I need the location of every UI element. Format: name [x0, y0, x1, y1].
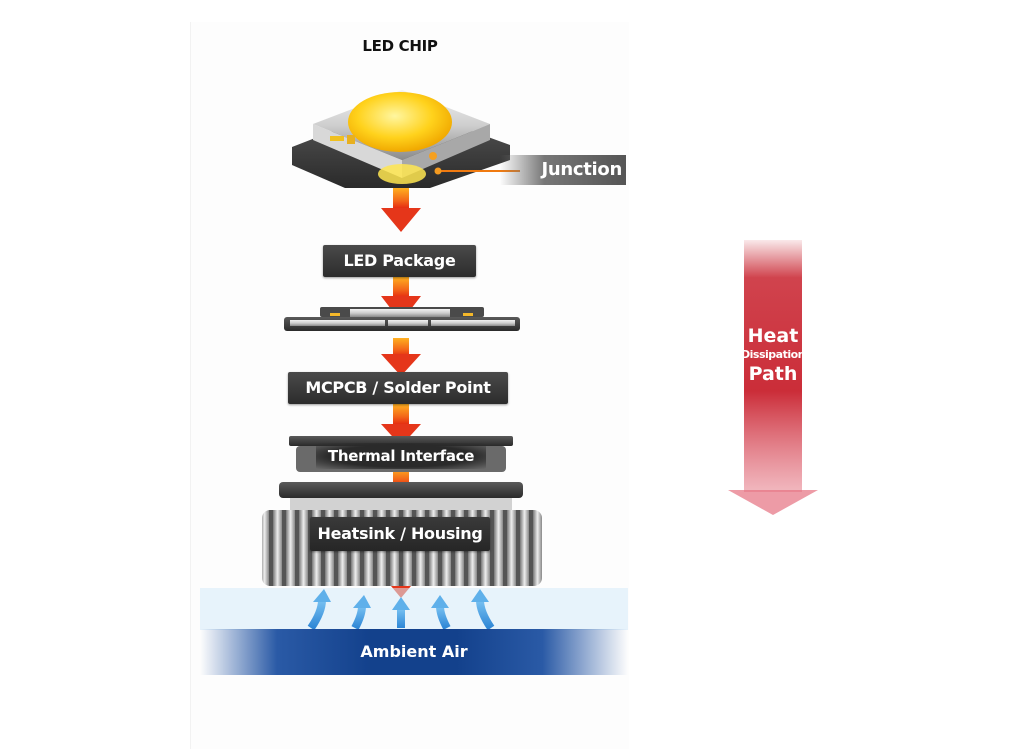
- side-arrow-line1: Heat: [747, 325, 799, 347]
- heat-arrow-1: [381, 188, 421, 232]
- air-arrow-1: [307, 589, 331, 631]
- led-package-graphic: [284, 307, 520, 331]
- heat-arrow-3: [381, 338, 421, 376]
- layer-label-led-package: LED Package: [323, 245, 476, 277]
- led-chip-graphic: [292, 90, 520, 188]
- airflow-glow: [200, 588, 628, 630]
- airflow-arrows: [307, 589, 495, 631]
- layer-label-mcpcb: MCPCB / Solder Point: [288, 372, 508, 404]
- ambient-air-label: Ambient Air: [200, 629, 628, 675]
- heat-arrow-4: [381, 404, 421, 446]
- side-arrow-line2: Dissipation: [741, 348, 805, 361]
- air-arrow-5: [471, 589, 495, 631]
- heat-dissipation-path-label: Heat Dissipation Path: [728, 325, 818, 385]
- layer-label-thermal-interface: Thermal Interface: [316, 443, 486, 469]
- heat-dissipation-path-arrow: [728, 240, 818, 515]
- air-arrow-3: [392, 597, 410, 628]
- air-arrow-2: [351, 595, 371, 630]
- junction-label: Junction: [500, 155, 626, 185]
- air-arrow-4: [431, 595, 451, 630]
- side-arrow-line3: Path: [748, 363, 798, 385]
- led-chip-title: LED CHIP: [362, 37, 438, 55]
- layer-label-heatsink: Heatsink / Housing: [310, 517, 490, 551]
